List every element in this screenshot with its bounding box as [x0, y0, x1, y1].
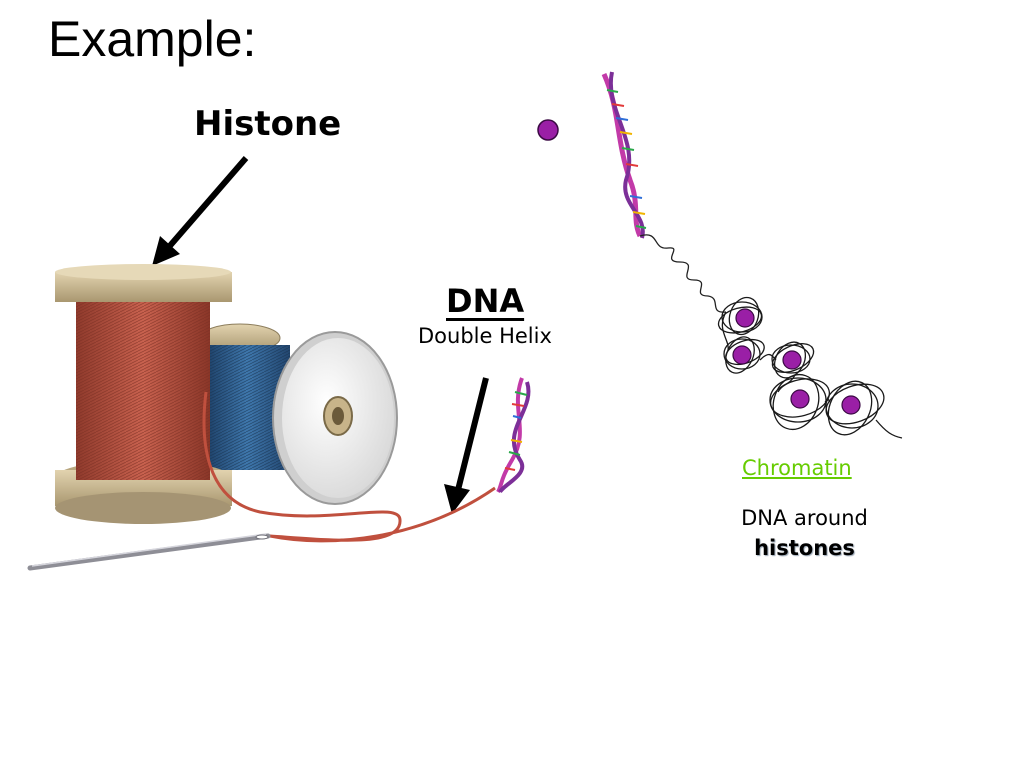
large-dna-helix — [601, 71, 647, 239]
double-helix-label: Double Helix — [418, 324, 552, 348]
histone-sphere — [537, 119, 559, 141]
dna-label: DNA — [446, 282, 525, 320]
unwound-dna-strand — [639, 234, 727, 313]
slide-title: Example: — [48, 11, 257, 67]
histone-arrow — [152, 156, 249, 266]
chromatin-link[interactable]: Chromatin — [742, 456, 852, 480]
dna-around-histones-caption: DNA around histones — [732, 503, 877, 563]
red-thread — [202, 391, 496, 543]
needle — [27, 533, 271, 571]
dna-arrow — [444, 377, 489, 514]
red-spool — [55, 264, 232, 524]
histones-text: histones — [754, 536, 855, 560]
dna-around-text: DNA around — [741, 506, 868, 530]
histone-label: Histone — [194, 104, 342, 144]
nucleosome-histones — [732, 308, 861, 415]
small-dna-helix — [496, 377, 531, 494]
chromatin-nucleosomes — [717, 296, 903, 439]
blue-spool — [199, 323, 398, 505]
